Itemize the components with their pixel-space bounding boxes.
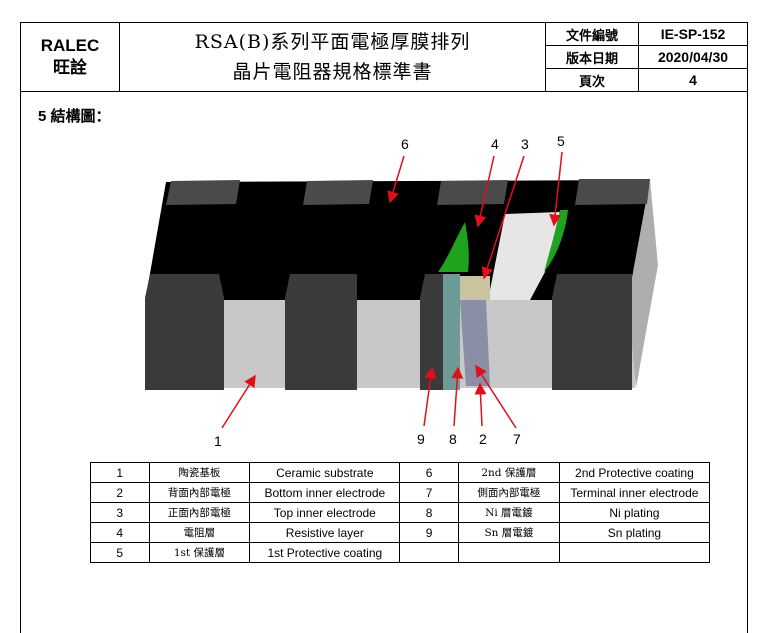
- back-electrode-1: [166, 180, 240, 205]
- arrow-5: [549, 151, 563, 227]
- callout-6: 6: [401, 136, 409, 152]
- callout-9: 9: [417, 431, 425, 447]
- legend-name-en: Top inner electrode: [249, 502, 401, 523]
- resistor-structure-diagram: 1 2 3 4 5 6 7 8 9: [145, 133, 658, 449]
- legend-name-en: Bottom inner electrode: [249, 482, 401, 503]
- legend-number: [399, 542, 459, 563]
- arrow-7: [475, 364, 517, 429]
- legend-name-zh: 2nd 保護層: [457, 462, 560, 483]
- legend-name-zh: Ni 層電鍍: [457, 502, 560, 523]
- section-title: 5 結構圖：: [38, 108, 111, 125]
- legend-number: 5: [90, 542, 150, 563]
- ni-plating-layer: [443, 274, 460, 390]
- legend-name-zh: Sn 層電鍍: [457, 522, 560, 543]
- title-line-2: 晶片電阻器規格標準書: [232, 61, 433, 83]
- legend-name-en: Terminal inner electrode: [558, 482, 711, 503]
- back-electrode-3: [437, 180, 508, 205]
- arrow-4: [474, 155, 495, 228]
- arrow-6: [387, 155, 405, 204]
- callout-2: 2: [479, 431, 487, 447]
- title-line-1: RSA(B)系列平面電極厚膜排列: [194, 31, 471, 53]
- arrow-2: [474, 382, 487, 427]
- arrow-9: [423, 366, 437, 427]
- first-protective-coat-left: [438, 222, 469, 272]
- legend-name-zh: 陶瓷基板: [148, 462, 251, 483]
- legend-name-zh: 側面內部電極: [457, 482, 560, 503]
- arrow-1: [221, 374, 256, 429]
- arrow-8: [451, 366, 464, 427]
- legend-number: 7: [399, 482, 459, 503]
- legend-number: 3: [90, 502, 150, 523]
- terminal-inner-electrode: [460, 300, 490, 386]
- sn-plating-layer: [420, 274, 443, 390]
- date-value: 2020/04/30: [638, 45, 748, 69]
- legend-name-zh: 1st 保護層: [148, 542, 251, 563]
- company-name-en: RALEC: [40, 36, 100, 55]
- legend-number: 1: [90, 462, 150, 483]
- legend-number: 8: [399, 502, 459, 523]
- page-value: 4: [638, 68, 748, 92]
- callout-1: 1: [214, 433, 222, 449]
- legend-name-zh: [457, 542, 560, 563]
- back-electrode-4: [575, 179, 650, 205]
- substrate-side: [628, 180, 658, 388]
- callout-4: 4: [491, 136, 499, 152]
- company-block: RALEC 旺詮: [20, 22, 120, 92]
- legend-name-en: Sn plating: [558, 522, 711, 543]
- back-electrode-2: [303, 180, 373, 205]
- legend-name-en: 1st Protective coating: [249, 542, 401, 563]
- callout-5: 5: [557, 133, 565, 149]
- legend-name-zh: 正面內部電極: [148, 502, 251, 523]
- legend-number: 4: [90, 522, 150, 543]
- legend-number: 2: [90, 482, 150, 503]
- legend-name-zh: 背面內部電極: [148, 482, 251, 503]
- document-header: RALEC 旺詮 RSA(B)系列平面電極厚膜排列 晶片電阻器規格標準書 文件編…: [20, 22, 748, 92]
- front-electrode-1: [145, 274, 224, 390]
- document-title: RSA(B)系列平面電極厚膜排列 晶片電阻器規格標準書: [119, 22, 546, 92]
- company-name-zh: 旺詮: [53, 58, 87, 77]
- terminal-top-light: [488, 212, 560, 300]
- callout-8: 8: [449, 431, 457, 447]
- callout-7: 7: [513, 431, 521, 447]
- legend-number: 6: [399, 462, 459, 483]
- callout-3: 3: [521, 136, 529, 152]
- legend-name-en: Resistive layer: [249, 522, 401, 543]
- first-protective-coat-right: [544, 210, 568, 272]
- legend-name-en: [558, 542, 711, 563]
- legend-name-zh: 電阻層: [148, 522, 251, 543]
- front-electrode-2: [285, 274, 357, 390]
- legend-name-en: Ceramic substrate: [249, 462, 401, 483]
- arrow-3: [481, 155, 525, 280]
- doc-no-label: 文件編號: [545, 22, 639, 46]
- legend-number: 9: [399, 522, 459, 543]
- resistive-layer: [460, 276, 490, 300]
- front-electrode-4: [552, 274, 632, 390]
- legend-name-en: Ni plating: [558, 502, 711, 523]
- legend-name-en: 2nd Protective coating: [558, 462, 711, 483]
